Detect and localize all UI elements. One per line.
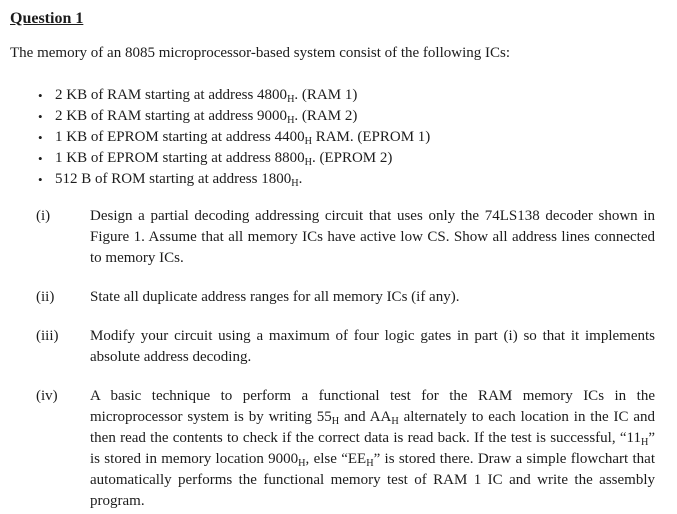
question-parts: (i) Design a partial decoding addressing… [10, 206, 655, 512]
memory-ic-text: 1 KB of EPROM starting at address 4400H … [55, 129, 431, 147]
memory-ic-item: • 2 KB of RAM starting at address 4800H.… [38, 85, 655, 106]
memory-ic-item: • 1 KB of EPROM starting at address 8800… [38, 148, 655, 169]
part-text: Modify your circuit using a maximum of f… [90, 328, 655, 365]
part-label: (iii) [36, 328, 59, 344]
question-part: (iii) Modify your circuit using a maximu… [36, 326, 655, 368]
memory-ic-text: 2 KB of RAM starting at address 4800H. (… [55, 87, 358, 105]
question-part: (iv) A basic technique to perform a func… [36, 386, 655, 512]
question-part: (i) Design a partial decoding addressing… [36, 206, 655, 269]
bullet-icon: • [38, 130, 43, 145]
bullet-icon: • [38, 88, 43, 103]
memory-ic-text: 512 B of ROM starting at address 1800H. [55, 171, 303, 189]
memory-ic-text: 1 KB of EPROM starting at address 8800H.… [55, 150, 393, 168]
bullet-icon: • [38, 109, 43, 124]
memory-ic-item: • 1 KB of EPROM starting at address 4400… [38, 127, 655, 148]
memory-ic-text: 2 KB of RAM starting at address 9000H. (… [55, 108, 358, 126]
part-text: State all duplicate address ranges for a… [90, 289, 460, 305]
bullet-icon: • [38, 172, 43, 187]
memory-ic-list: • 2 KB of RAM starting at address 4800H.… [38, 85, 655, 190]
part-label: (i) [36, 208, 51, 224]
memory-ic-item: • 512 B of ROM starting at address 1800H… [38, 169, 655, 190]
bullet-icon: • [38, 151, 43, 166]
part-label: (iv) [36, 388, 58, 404]
intro-paragraph: The memory of an 8085 microprocessor-bas… [10, 45, 511, 61]
memory-ic-item: • 2 KB of RAM starting at address 9000H.… [38, 106, 655, 127]
part-text: Design a partial decoding addressing cir… [90, 208, 655, 266]
question-title: Question 1 [10, 10, 84, 27]
part-label: (ii) [36, 289, 55, 305]
question-part: (ii) State all duplicate address ranges … [36, 287, 655, 308]
part-text: A basic technique to perform a functiona… [90, 388, 655, 509]
